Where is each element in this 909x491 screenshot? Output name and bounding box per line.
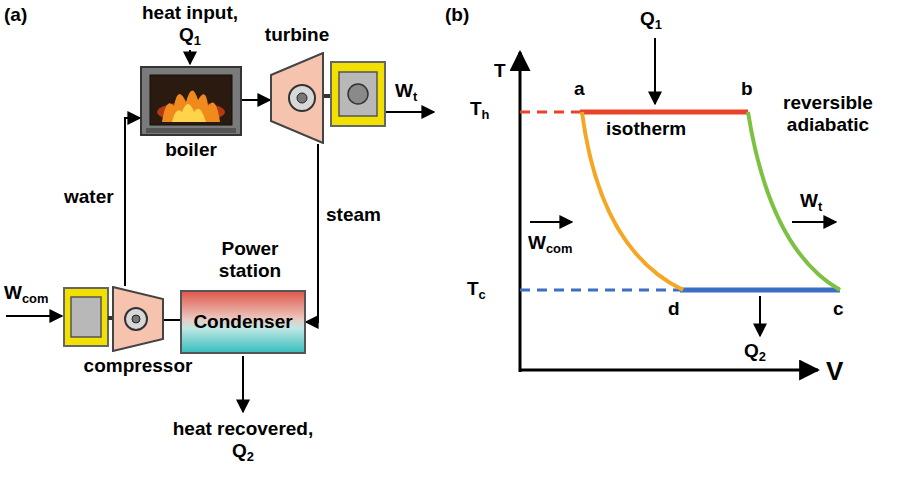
condenser: Condenser [180, 290, 306, 354]
diagram-label: d [668, 298, 680, 320]
work-arrow [386, 111, 434, 113]
subscript: 1 [194, 33, 201, 48]
diagram-label: reversible adiabatic [768, 92, 888, 136]
motor [64, 288, 108, 346]
turbine-shape [270, 52, 324, 144]
diagram-label: heat recovered, Q2 [168, 418, 318, 462]
flow-arrow [306, 144, 318, 322]
subscript: t [818, 199, 822, 214]
diagram-label: Wt [800, 190, 822, 212]
generator-core [339, 72, 377, 116]
subscript: t [413, 89, 417, 104]
node-label: boiler [165, 139, 217, 161]
q2-arrow [759, 296, 761, 336]
flow-arrow [164, 319, 180, 321]
subscript: 2 [759, 349, 766, 364]
diagram-label: Q1 [640, 8, 662, 30]
subscript: c [479, 287, 486, 302]
boiler: boiler [140, 66, 242, 136]
diagram-label: Wcom [4, 282, 48, 304]
diagram-label: Th [470, 98, 490, 120]
compressor: compressor [112, 286, 164, 352]
diagram-label: (a) [4, 4, 27, 26]
diagram-label: Q2 [744, 340, 766, 362]
flow-arrow [242, 99, 270, 101]
edge-label: water [64, 186, 114, 208]
turbine: turbine [270, 52, 324, 144]
diagram-label: T [494, 60, 506, 82]
subscript: com [22, 291, 49, 306]
boiler-shape [140, 66, 242, 136]
diagram-label: V [826, 356, 843, 386]
diagram-label: heat input, Q1 [134, 2, 246, 46]
wcom-arrow [530, 221, 572, 223]
isotherm-hot [580, 110, 748, 115]
diagram-label: c [833, 298, 844, 320]
shaft [324, 94, 331, 98]
t-axis [519, 52, 522, 372]
subscript: h [482, 107, 490, 122]
adiabat-expansion [748, 112, 840, 290]
flow-arrow [125, 118, 140, 286]
diagram-label: (b) [445, 4, 469, 26]
work-in-arrow [6, 315, 62, 317]
subscript: 1 [655, 17, 662, 32]
heat-input-arrow [189, 50, 191, 64]
subscript: 2 [247, 449, 254, 464]
compressor-shape [112, 286, 164, 352]
diagram-label: a [574, 78, 585, 100]
v-axis [519, 369, 818, 372]
subscript: com [546, 241, 573, 256]
heat-out-arrow [242, 356, 244, 412]
diagram-label: Wcom [528, 232, 572, 254]
edge-label: steam [326, 204, 381, 226]
diagram-label: Power station [205, 238, 295, 282]
generator [331, 62, 385, 126]
diagram-label: isotherm [606, 118, 686, 140]
wt-arrow [792, 221, 836, 223]
node-label: Condenser [193, 311, 292, 333]
cold-dash [520, 289, 680, 292]
diagram-label: b [741, 78, 753, 100]
isotherm-cold [680, 288, 840, 293]
node-label: compressor [84, 355, 193, 377]
q1-arrow [654, 38, 656, 104]
diagram-label: Tc [467, 278, 486, 300]
motor-core [71, 297, 101, 337]
hot-dash [520, 111, 580, 114]
diagram-label: Wt [395, 80, 417, 102]
node-label: turbine [265, 24, 329, 46]
generator-rotor [348, 84, 368, 104]
